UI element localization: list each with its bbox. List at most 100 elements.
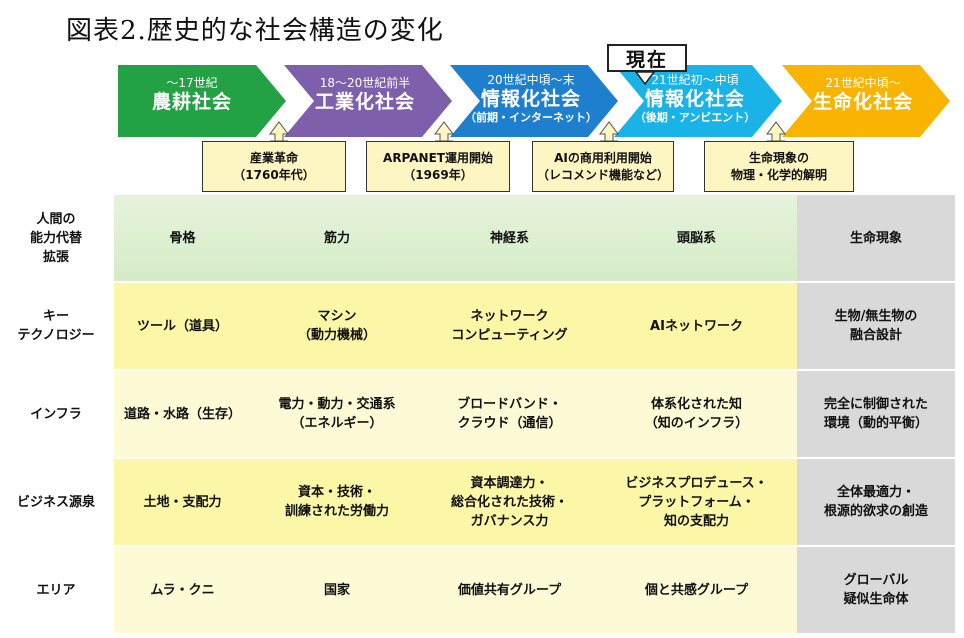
- cell-text: 骨格: [169, 230, 196, 246]
- future-column-cell-bg: [797, 459, 955, 545]
- now-pointer-icon: [634, 71, 656, 86]
- era-name: 情報化社会: [480, 88, 581, 110]
- event-box: AIの商用利用開始（レコメンド機能など）: [532, 141, 674, 192]
- row-divider: [114, 545, 955, 547]
- era-label: ～17世紀農耕社会: [118, 76, 266, 114]
- table-cell: 生命現象: [797, 195, 955, 281]
- cell-text: 電力・動力・交通系: [278, 397, 396, 412]
- table-cell: 個と共感グループ: [596, 547, 797, 633]
- row-label-line: テクノロジー: [17, 328, 95, 343]
- table-cell: 体系化された知（知のインフラ）: [596, 371, 797, 457]
- row-label: インフラ: [0, 371, 112, 457]
- event-text: （1760年代）: [233, 167, 315, 182]
- cell-text: 生命現象: [849, 230, 902, 246]
- table-cell: ビジネスプロデュース・プラットフォーム・知の支配力: [596, 459, 797, 545]
- cell-text: 全体最適力・: [836, 485, 915, 500]
- table-cell: 電力・動力・交通系（エネルギー）: [251, 371, 423, 457]
- table-cell: 価値共有グループ: [423, 547, 596, 633]
- cell-text: 総合化された技術・: [450, 494, 568, 510]
- row-divider: [114, 281, 955, 283]
- era-subtitle: （前期・インターネット）: [465, 111, 597, 124]
- era-period: ～17世紀: [166, 76, 218, 90]
- era-period: 21世紀中頃～: [825, 76, 901, 90]
- era-chevron: [450, 65, 618, 137]
- future-column-cell-bg: [797, 547, 955, 633]
- era-period: 21世紀初～中頃: [651, 73, 739, 87]
- event-text: （レコメンド機能など）: [536, 167, 669, 182]
- table-row: [114, 283, 797, 369]
- era-label: 21世紀中頃～生命化社会: [796, 76, 930, 114]
- cell-text: 完全に制御された: [823, 397, 928, 412]
- page-title: 図表2.歴史的な社会構造の変化: [66, 16, 444, 46]
- cell-text: 道路・水路（生存）: [123, 406, 241, 422]
- cell-text: 価値共有グループ: [457, 582, 562, 598]
- now-label: 現在: [625, 49, 668, 71]
- future-column-cell-bg: [797, 195, 955, 281]
- row-divider: [114, 457, 955, 459]
- table-cell: 骨格: [114, 195, 251, 281]
- cell-text: 疑似生命体: [843, 592, 909, 607]
- cell-text: ムラ・クニ: [150, 582, 215, 598]
- era-name: 情報化社会: [644, 88, 745, 110]
- cell-text: 土地・支配力: [143, 494, 222, 510]
- cell-text: 国家: [323, 582, 350, 598]
- cell-text: 体系化された知: [650, 397, 742, 412]
- table-cell: 資本・技術・訓練された労働力: [251, 459, 423, 545]
- cell-text: ブロードバンド・: [457, 397, 562, 412]
- row-divider: [114, 369, 955, 371]
- cell-text: クラウド（通信）: [457, 416, 562, 431]
- event-pointer-icon: [599, 121, 619, 142]
- cell-text: ビジネスプロデュース・: [625, 475, 768, 491]
- table-cell: AIネットワーク: [596, 283, 797, 369]
- table-row: [114, 195, 797, 281]
- table-cell: 資本調達力・総合化された技術・ガバナンス力: [423, 459, 596, 545]
- table-cell: 国家: [251, 547, 423, 633]
- era-chevron: [614, 65, 782, 137]
- cell-text: ツール（道具）: [136, 318, 228, 334]
- cell-text: マシン: [317, 309, 357, 324]
- row-label-line: 拡張: [42, 249, 69, 265]
- now-marker: 現在: [607, 44, 687, 72]
- cell-text: 根源的欲求の創造: [823, 504, 928, 519]
- era-name: 生命化社会: [812, 91, 913, 113]
- event-box: 産業革命 （1760年代）: [202, 141, 346, 192]
- cell-text: 頭脳系: [676, 230, 716, 246]
- event-text: 生命現象の: [748, 150, 809, 165]
- cell-text: 生物/無生物の: [834, 309, 918, 324]
- event-box: ARPANET運用開始 （1969年）: [366, 141, 510, 192]
- table-cell: 神経系: [423, 195, 596, 281]
- event-pointer-icon: [269, 121, 289, 142]
- table-cell: 生物/無生物の融合設計: [797, 283, 955, 369]
- table-cell: ツール（道具）: [114, 283, 251, 369]
- cell-text: ネットワーク: [470, 309, 549, 324]
- cell-text: 環境（動的平衡）: [823, 416, 928, 431]
- event-pointer-icon: [434, 121, 454, 142]
- era-chevron: [782, 65, 950, 137]
- cell-text: コンピューティング: [451, 328, 568, 343]
- table-cell: 道路・水路（生存）: [114, 371, 251, 457]
- event-text: （1969年）: [403, 167, 473, 182]
- event-box: 生命現象の物理・化学的解明: [704, 141, 854, 192]
- table-cell: 頭脳系: [596, 195, 797, 281]
- table-cell: マシン（動力機械）: [251, 283, 423, 369]
- table-cell: ムラ・クニ: [114, 547, 251, 633]
- table-row: [114, 547, 797, 633]
- event-text: ARPANET運用開始: [383, 150, 493, 165]
- cell-text: 融合設計: [849, 328, 902, 343]
- event-pointer-icon: [766, 121, 786, 142]
- row-label-line: ビジネス源泉: [16, 494, 95, 510]
- row-label-line: インフラ: [30, 406, 82, 422]
- event-text: 産業革命: [249, 150, 298, 165]
- era-label: 18～20世紀前半工業化社会: [298, 76, 432, 114]
- table-cell: ネットワークコンピューティング: [423, 283, 596, 369]
- cell-text: グローバル: [843, 573, 909, 588]
- row-label-line: キー: [42, 309, 69, 324]
- table-cell: 完全に制御された環境（動的平衡）: [797, 371, 955, 457]
- table-cell: グローバル疑似生命体: [797, 547, 955, 633]
- cell-text: 個と共感グループ: [644, 582, 749, 598]
- future-column-cell-bg: [797, 283, 955, 369]
- table-cell: 土地・支配力: [114, 459, 251, 545]
- row-label: エリア: [0, 547, 112, 633]
- cell-text: 筋力: [323, 230, 350, 246]
- row-label: ビジネス源泉: [0, 459, 112, 545]
